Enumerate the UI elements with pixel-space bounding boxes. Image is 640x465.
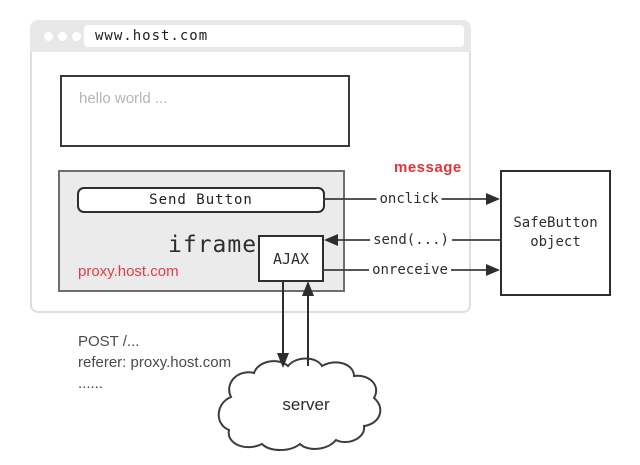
url-bar: www.host.com [84, 25, 464, 47]
arrowhead-right-onclick [486, 193, 500, 205]
window-dot-icon [58, 32, 67, 41]
iframe-box: Send Button iframe AJAX proxy.host.com [58, 170, 345, 292]
request-line: referer: proxy.host.com [78, 354, 232, 371]
request-line: ...... [78, 375, 104, 392]
ajax-box: AJAX [258, 235, 324, 282]
hello-world-text: hello world ... [79, 90, 168, 107]
arrowhead-right-onreceive [486, 264, 500, 276]
onclick-label: onclick [376, 191, 442, 207]
window-dot-icon [44, 32, 53, 41]
send-label: send(...) [370, 232, 452, 248]
hello-world-box: hello world ... [60, 75, 350, 147]
request-info: POST /... referer: proxy.host.com ...... [78, 331, 231, 394]
safebutton-object-box: SafeButton object [500, 170, 611, 296]
iframe-label: iframe [168, 232, 258, 258]
safebutton-line2: object [530, 234, 581, 250]
request-line: POST /... [78, 333, 140, 350]
send-button: Send Button [77, 187, 325, 213]
url-text: www.host.com [95, 28, 209, 44]
arrowhead-down-to-server [277, 353, 289, 368]
window-dot-icon [72, 32, 81, 41]
server-label: server [282, 395, 330, 414]
message-label: message [394, 159, 462, 176]
proxy-origin-label: proxy.host.com [78, 263, 179, 280]
onreceive-label: onreceive [369, 262, 451, 278]
safebutton-line1: SafeButton [513, 215, 598, 231]
